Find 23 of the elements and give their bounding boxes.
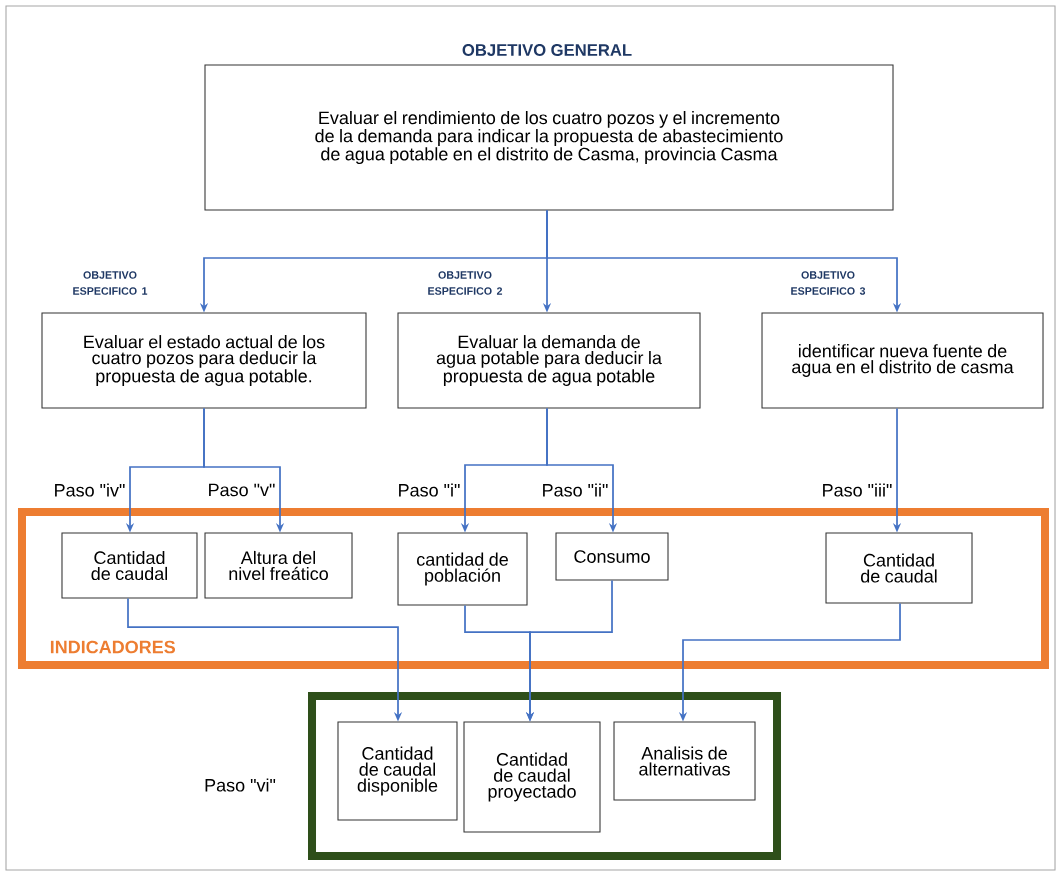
objective-box: OBJETIVO GENERAL Evaluar el rendimiento de los cuatro pozos y el incremento de la demanda para indicar la propuesta de abastecimiento de agua potable en el distrito de Casma, provincia Casma [204, 44, 894, 211]
result-frame [205, 692, 781, 860]
result-box: Analisis de alternativas [613, 721, 756, 801]
objective-box: OBJETIVO ESPECIFICO 1 Evaluar el estado actual de los cuatro pozos para deducir la propuesta de agua potable. [41, 271, 367, 409]
edge-label: Paso "v" [206, 482, 277, 498]
objective-heading: OBJETIVO ESPECIFICO 1 [73, 271, 148, 295]
objective-heading: OBJETIVO ESPECIFICO 3 [791, 271, 866, 295]
edge-label: Paso "iv" [52, 482, 127, 498]
indicator-box: Altura del nivel freático [204, 532, 353, 599]
indicator-box: Cantidad de caudal [825, 532, 973, 604]
step-label: Paso "vi" [205, 778, 276, 792]
edge-label: Paso "ii" [540, 482, 610, 498]
result-box: Cantidad de caudal proyectado [463, 721, 601, 833]
indicator-box: Cantidad de caudal [61, 532, 198, 599]
indicator-box: Consumo [555, 532, 669, 581]
result-box: Cantidad de caudal disponible [337, 721, 458, 821]
objective-heading: OBJETIVO ESPECIFICO 2 [428, 271, 503, 295]
edge-label: Paso "iii" [820, 482, 894, 498]
indicator-box: cantidad de población [397, 532, 528, 606]
edge-label: Paso "i" [396, 482, 462, 498]
objective-box: OBJETIVO ESPECIFICO 3 identificar nueva fuente de agua en el distrito de casma [761, 271, 1044, 409]
objective-box: OBJETIVO ESPECIFICO 2 Evaluar la demanda de agua potable para deducir la propuesta de agua potable [397, 271, 701, 409]
objective-heading: OBJETIVO GENERAL [462, 44, 632, 56]
